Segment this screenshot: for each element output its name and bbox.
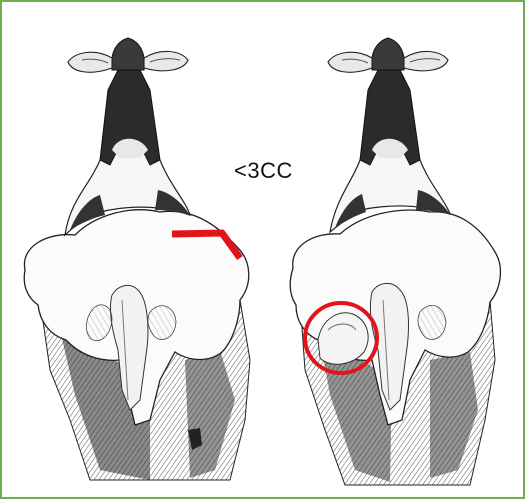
cow-rear-view-right: [290, 38, 500, 485]
condition-label: <3CC: [234, 158, 293, 184]
cow-rear-view-left: [24, 38, 250, 480]
